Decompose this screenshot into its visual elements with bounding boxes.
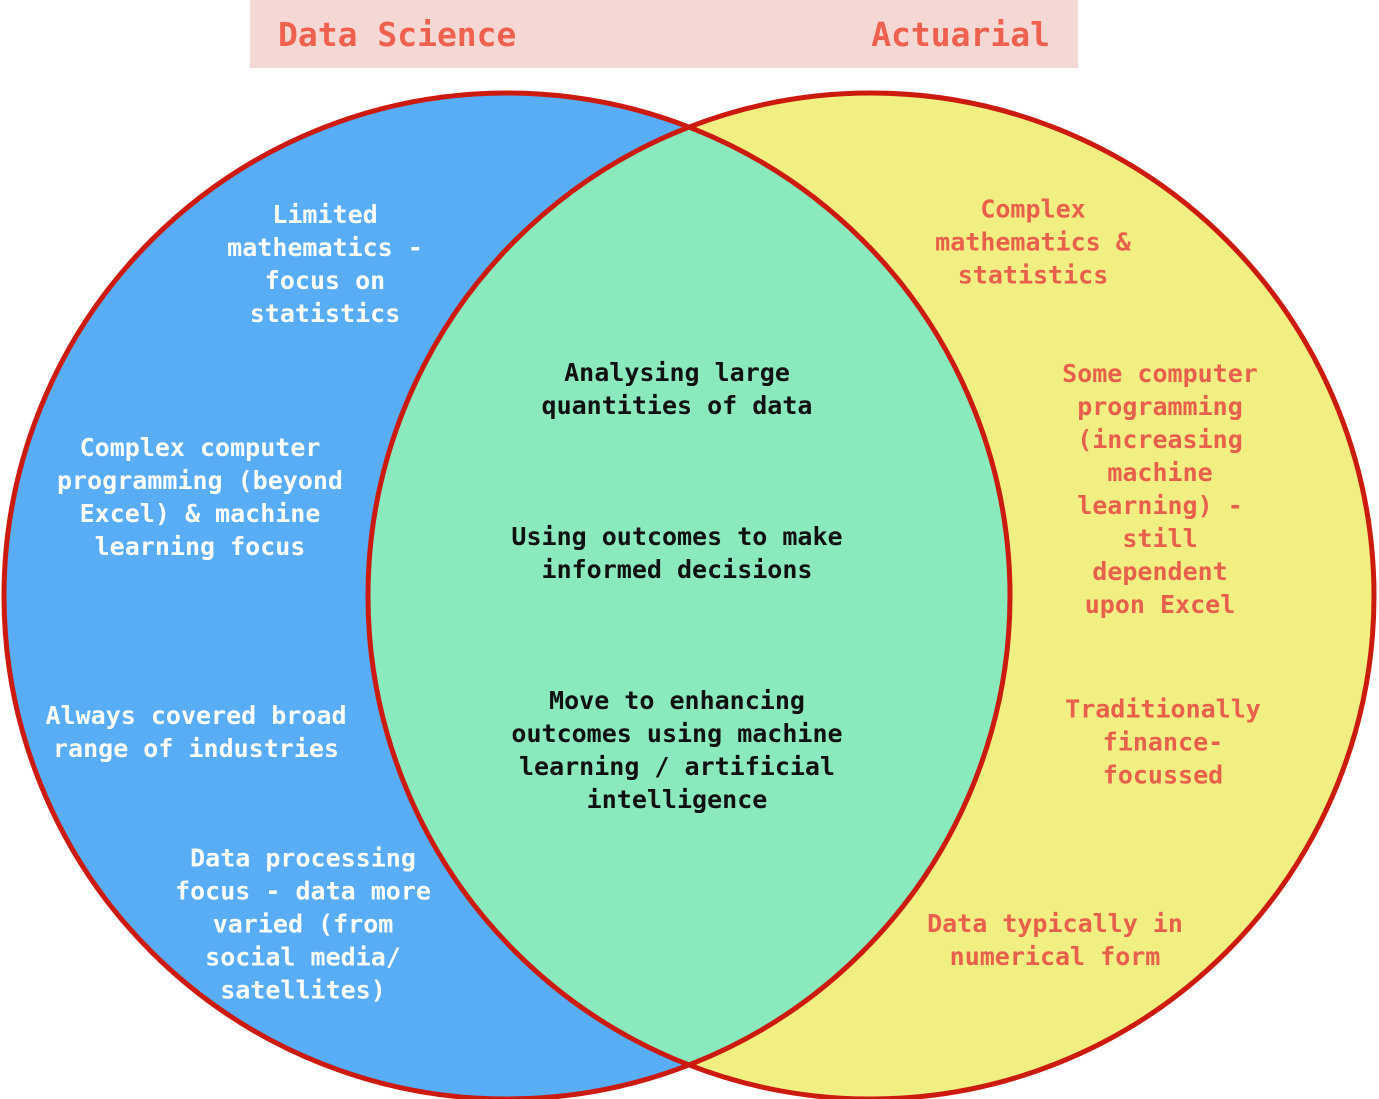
actuarial-item-complex-mathematics: Complex mathematics & statistics [935,194,1131,290]
overlap-item-analysing-data: Analysing large quantities of data [541,358,813,420]
data-science-item-limited-mathematics: Limited mathematics - focus on statistic… [227,200,423,328]
data-science-circle-outline [1,90,1013,1099]
header-label-data-science: Data Science [278,14,517,54]
data-science-item-data-processing: Data processing focus - data more varied… [175,843,431,1005]
overlap-item-informed-decisions: Using outcomes to make informed decision… [511,522,843,584]
overlap-lens [368,127,1010,1065]
actuarial-item-finance-focussed: Traditionally finance-focussed [1065,694,1261,790]
actuarial-circle-outline [365,90,1377,1099]
overlap-item-enhancing-outcomes: Move to enhancing outcomes using machine… [511,686,843,814]
header-band: Data Science Actuarial [250,0,1078,68]
data-science-item-broad-industries: Always covered broad range of industries [45,701,347,763]
header-label-actuarial: Actuarial [871,14,1050,54]
actuarial-item-some-programming: Some computer programming (increasing ma… [1062,359,1258,619]
data-science-item-complex-programming: Complex computer programming (beyond Exc… [57,433,343,561]
actuarial-item-numerical-data: Data typically in numerical form [927,909,1183,971]
